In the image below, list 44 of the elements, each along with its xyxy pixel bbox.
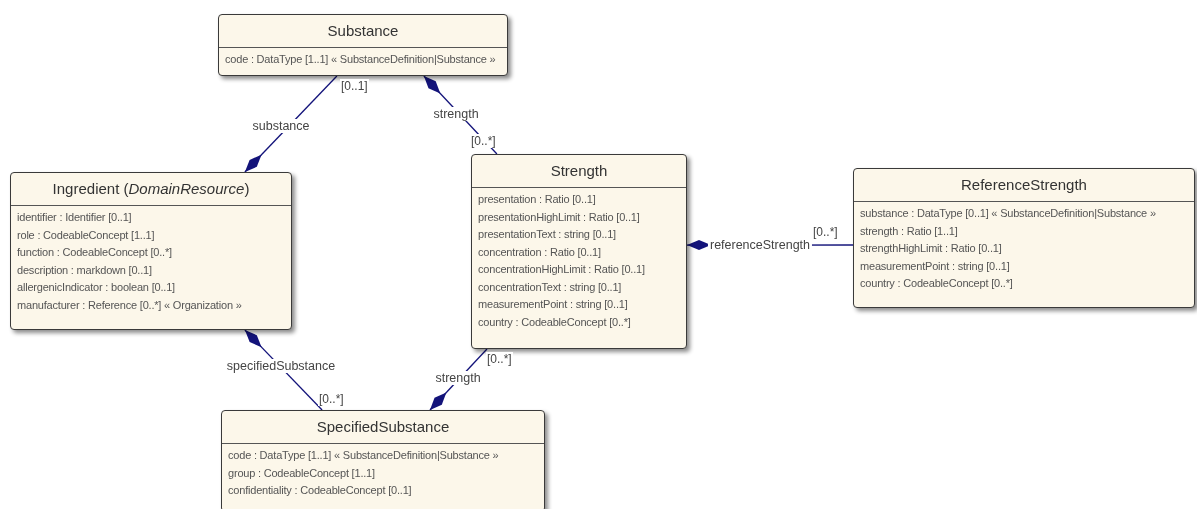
attribute-text: code : DataType [1..1] « SubstanceDefinition|Substance » [228,448,500,463]
class-name: SpecifiedSubstance [222,411,544,444]
class-box [221,410,545,509]
attribute-text: country : CodeableConcept [0..*] [860,276,1014,291]
class-box [10,172,292,330]
multiplicity-label: [0..*] [318,392,345,406]
attribute-text: strengthHighLimit : Ratio [0..1] [860,241,1003,256]
multiplicity-label: [0..*] [486,352,513,366]
attribute-text: confidentiality : CodeableConcept [0..1] [228,483,413,498]
attribute-text: substance : DataType [0..1] « SubstanceDefinition|Substance » [860,206,1157,221]
class-name: Ingredient (DomainResource) [11,173,291,206]
class-name: ReferenceStrength [854,169,1194,202]
attribute-text: code : DataType [1..1] « SubstanceDefinition|Substance » [225,52,497,67]
class-box [218,14,508,76]
role-label: strength [431,107,481,121]
role-label: referenceStrength [707,238,813,252]
role-label: specifiedSubstance [224,359,338,373]
attribute-text: identifier : Identifier [0..1] [17,210,133,225]
attribute-text: concentrationHighLimit : Ratio [0..1] [478,262,646,277]
role-label: strength [433,371,483,385]
multiplicity-label: [0..*] [470,134,497,148]
multiplicity-label: [0..*] [812,225,839,239]
attribute-text: presentationText : string [0..1] [478,227,617,242]
attribute-text: strength : Ratio [1..1] [860,223,959,239]
attribute-text: manufacturer : Reference [0..*] « Organization » [17,297,243,313]
attribute-text: measurementPoint : string [0..1] [478,297,629,312]
attribute-text: description : markdown [0..1] [17,262,153,278]
association-line [244,75,338,173]
class-box [853,168,1195,308]
attribute-text: presentation : Ratio [0..1] [478,192,597,207]
role-label: substance [250,119,312,133]
attribute-text: concentrationText : string [0..1] [478,279,623,295]
class-name: Strength [472,155,686,188]
attribute-text: function : CodeableConcept [0..*] [17,245,173,260]
attribute-text: concentration : Ratio [0..1] [478,244,602,260]
class-name: Substance [219,15,507,48]
attribute-text: group : CodeableConcept [1..1] [228,465,376,481]
attribute-text: allergenicIndicator : boolean [0..1] [17,280,176,295]
attribute-text: measurementPoint : string [0..1] [860,258,1011,274]
multiplicity-label: [0..1] [340,79,369,93]
attribute-text: country : CodeableConcept [0..*] [478,314,632,330]
class-box [471,154,687,349]
attribute-text: role : CodeableConcept [1..1] [17,227,156,243]
attribute-text: presentationHighLimit : Ratio [0..1] [478,209,641,225]
